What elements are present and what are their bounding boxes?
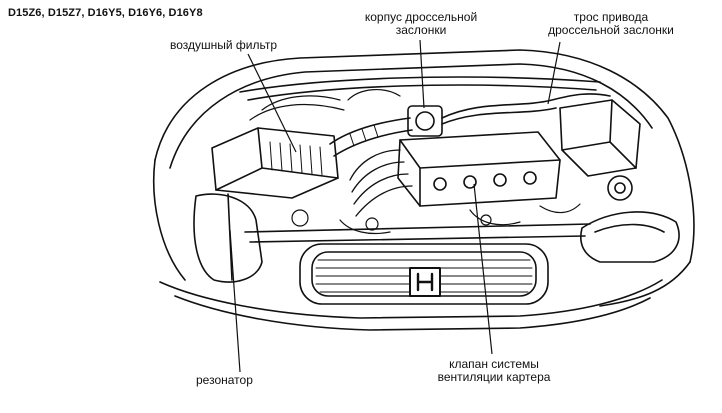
callout-throttle-cable-line2: дроссельной заслонки (548, 23, 674, 37)
hood-outline-inner (169, 63, 653, 169)
engine-models-title: D15Z6, D15Z7, D16Y5, D16Y6, D16Y8 (8, 7, 203, 19)
hood-outline (154, 49, 695, 263)
intake-manifold (349, 149, 413, 217)
grille (299, 243, 549, 305)
callout-pcv-valve-line1: клапан системы (449, 357, 539, 371)
resonator-body (193, 193, 263, 283)
callout-pcv-valve-line2: вентиляции картера (437, 370, 551, 384)
leader-throttle-body (419, 39, 425, 109)
left-fender (152, 159, 186, 281)
callout-throttle-body: корпус дроссельной заслонки (337, 11, 505, 37)
callout-resonator: резонатор (196, 373, 253, 387)
throttle-body (407, 105, 443, 137)
callout-throttle-body-line1: корпус дроссельной (364, 10, 478, 24)
callout-throttle-cable-line1: трос привода (573, 10, 649, 24)
right-headlight-detail (594, 223, 665, 233)
leader-resonator (229, 229, 241, 373)
intake-duct (329, 117, 411, 145)
callout-pcv-valve: клапан системы вентиляции картера (420, 358, 568, 384)
right-fender (599, 261, 691, 307)
right-components (559, 99, 641, 201)
valve-cover (397, 131, 561, 207)
right-headlight (580, 211, 680, 263)
leader-pcv-valve (473, 183, 493, 355)
front-bumper-lower (174, 295, 651, 331)
callout-throttle-body-line2: заслонки (395, 23, 447, 37)
callout-throttle-cable: трос привода дроссельной заслонки (532, 11, 690, 37)
leader-throttle-cable (547, 41, 561, 105)
misc-hoses (249, 89, 581, 235)
throttle-cable (441, 93, 611, 119)
leader-air-filter (247, 53, 297, 153)
radiator-support (244, 223, 591, 233)
emblem-h (416, 272, 434, 292)
callout-air-filter: воздушный фильтр (170, 38, 277, 52)
cowl (239, 76, 601, 93)
front-bumper (159, 279, 663, 319)
air-filter-box (211, 127, 339, 199)
